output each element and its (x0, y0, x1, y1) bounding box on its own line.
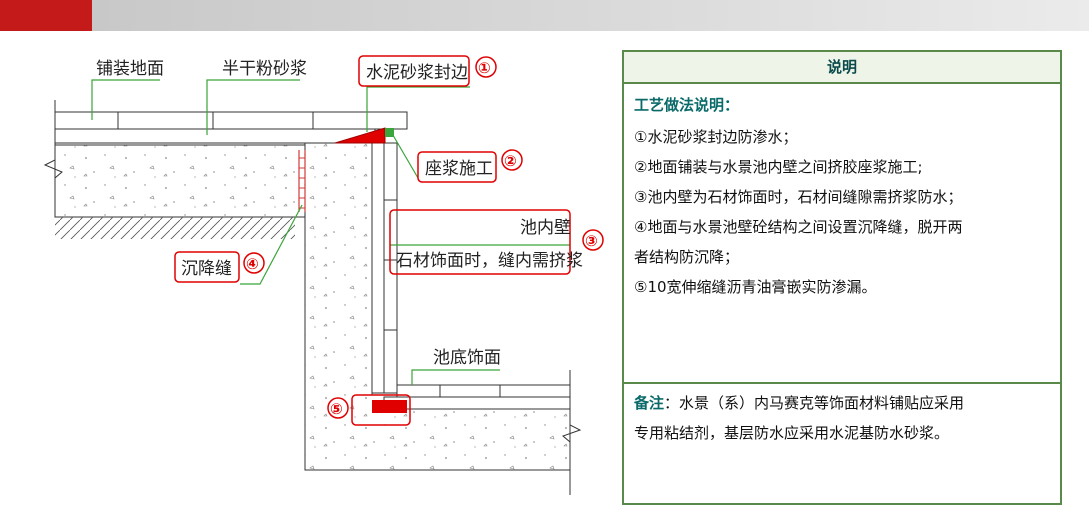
note-item: ⑤10宽伸缩缝沥青油膏嵌实防渗漏。 (634, 278, 877, 296)
marker-5: ⑤ (330, 400, 343, 418)
notes-subtitle: 工艺做法说明： (634, 96, 740, 114)
label-settlement: 沉降缝 (181, 259, 232, 279)
pool-wall (304, 142, 571, 471)
title-bar-band (92, 0, 1089, 31)
note-item: 者结构防沉降； (634, 248, 740, 266)
notes-remark: 备注：水景（系）内马赛克等饰面材料铺贴应采用 专用粘结剂，基层防水应采用水泥基防… (624, 384, 1060, 452)
marker-4: ④ (246, 255, 259, 273)
callout-box-1 (358, 55, 470, 87)
break-line-left (43, 100, 63, 215)
remark-label: 备注 (634, 394, 665, 412)
label-dry-mortar: 半干粉砂浆 (222, 59, 307, 79)
grout-point (385, 128, 394, 137)
label-paving: 铺装地面 (96, 59, 164, 79)
title-bar-accent (0, 0, 92, 31)
note-item: ②地面铺装与水景池内壁之间挤胶座浆施工; (634, 158, 923, 176)
callout-box-2 (417, 151, 497, 183)
label-pool-bottom: 池底饰面 (433, 348, 501, 368)
marker-1: ① (478, 59, 491, 77)
expansion-joint (372, 400, 407, 413)
label-edge-seal: 水泥砂浆封边 (366, 63, 468, 83)
mortar-layer (54, 128, 376, 144)
title-bar (0, 0, 1089, 31)
label-pool-wall: 池内壁 (520, 218, 571, 238)
bottom-finish (396, 384, 571, 398)
wall-finish (371, 142, 385, 394)
label-grouting: 座浆施工 (425, 159, 493, 179)
paving-layer (54, 111, 408, 130)
ground-base (54, 144, 306, 218)
remark-text-2: 专用粘结剂，基层防水应采用水泥基防水砂浆。 (634, 424, 950, 442)
break-line-right (562, 370, 582, 495)
notes-panel: 说明 工艺做法说明： ①水泥砂浆封边防渗水； ②地面铺装与水景池内壁之间挤胶座浆… (622, 50, 1062, 505)
callout-box-3 (389, 209, 571, 275)
marker-3: ③ (585, 232, 598, 250)
earth-hatch (55, 217, 295, 239)
bottom-screed (383, 396, 571, 410)
label-stone-note: 石材饰面时，缝内需挤浆 (396, 251, 583, 271)
notes-header: 说明 (624, 52, 1060, 84)
callout-box-4 (174, 251, 240, 283)
note-item: ④地面与水景池壁砼结构之间设置沉降缝，脱开两 (634, 218, 963, 236)
remark-text: ：水景（系）内马赛克等饰面材料铺贴应采用 (664, 394, 965, 412)
note-item: ①水泥砂浆封边防渗水； (634, 128, 798, 146)
notes-body: 工艺做法说明： ①水泥砂浆封边防渗水； ②地面铺装与水景池内壁之间挤胶座浆施工;… (624, 84, 1060, 384)
callout-box-5 (351, 394, 411, 426)
section-drawing: 铺装地面 半干粉砂浆 水泥砂浆封边 ① 座浆施工 ② 池内壁 石材饰面时，缝内需… (43, 55, 604, 495)
note-item: ③池内壁为石材饰面时，石材间缝隙需挤浆防水； (634, 188, 963, 206)
settlement-joint (298, 150, 306, 212)
marker-2: ② (504, 152, 517, 170)
